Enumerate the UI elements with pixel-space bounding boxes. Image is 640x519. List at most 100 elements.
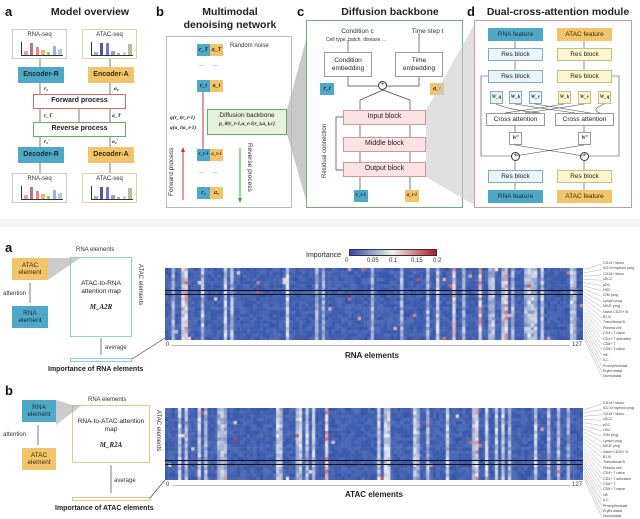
- atac-seq-output-bar-chart: [91, 186, 133, 200]
- diffusion-backbone-title: Diffusion backbone: [341, 6, 439, 18]
- bottom-panel-letter-b: b: [5, 383, 13, 398]
- colorbar-tick: 0.2: [433, 258, 442, 264]
- rna-res-block-1: Res block: [488, 48, 543, 61]
- cell-type-leader-line: [583, 282, 603, 286]
- cell-type-leader-line: [583, 478, 603, 518]
- rna-res-block-2: Res block: [488, 70, 543, 83]
- cell-type-leader-line: [583, 403, 603, 410]
- rna-seq-output-bar-chart: [21, 186, 63, 200]
- q-r-label: q(r_t|r_t-1): [170, 115, 196, 121]
- cell-type-leader-line: [583, 468, 603, 502]
- cell-type-label: Normoblast: [603, 514, 622, 519]
- x-axis-b: [172, 485, 570, 486]
- panel-letter-b: b: [156, 4, 164, 19]
- encoder-r-box: Encoder-R: [18, 67, 64, 83]
- cell-type-leader-line: [583, 432, 603, 442]
- section-divider: [0, 219, 640, 227]
- diffusion-backbone-label: Diffusion backbone: [219, 112, 275, 119]
- seq-bar: [29, 43, 34, 55]
- seq-bar: [41, 193, 45, 199]
- average-label-b: average: [114, 478, 136, 484]
- importance-of-rna-label: Importance of RNA elements: [48, 366, 144, 373]
- cell-type-label: Transitional B: [603, 320, 625, 325]
- dots-2: ···: [212, 63, 218, 69]
- seq-bar: [105, 186, 110, 199]
- bottom-panel-letter-a: a: [5, 240, 13, 255]
- attention-label-b: attention: [3, 432, 27, 438]
- seq-bar: [94, 196, 98, 199]
- rna-seq-input-box: RNA-seq: [12, 29, 67, 59]
- decoder-r-box: Decoder-R: [18, 147, 64, 163]
- atac-to-rna-attention-map: ATAC-to-RNA attention map M_A2R: [70, 257, 132, 337]
- seq-bar: [128, 187, 132, 199]
- atac-cross-attention: Cross attention: [555, 113, 614, 126]
- cell-type-label: Lymph prog: [603, 298, 622, 303]
- r0-cell: r₀: [197, 187, 210, 199]
- c-at-1-cell: a_t-1: [405, 190, 419, 202]
- decoder-a-box: Decoder-A: [88, 147, 134, 163]
- seq-bar: [52, 189, 57, 199]
- atac-add-circle-icon: +: [580, 152, 589, 161]
- time-step-label: Time step t: [411, 28, 444, 35]
- model-overview-title: Model overview: [50, 6, 130, 18]
- attention-map-title-b: RNA-to-ATAC attention map: [77, 418, 145, 433]
- at-cell: a_t: [210, 80, 223, 92]
- atac-seq-output-box: ATAC-seq: [82, 173, 137, 203]
- rna-wv: W_v: [529, 91, 542, 104]
- seq-bar: [99, 43, 104, 55]
- cell-type-label: Plasma cell: [603, 325, 622, 330]
- rna-wq: W_q: [490, 91, 503, 104]
- seq-bar: [35, 47, 40, 55]
- rna-elements-col-label-a: RNA elements: [76, 247, 115, 253]
- seq-bar: [24, 51, 28, 55]
- a0-hat-label: a₀': [112, 139, 119, 145]
- cell-type-leader-line: [583, 263, 603, 270]
- cell-type-leader-line: [583, 475, 603, 513]
- atac-element-target: ATAC element: [22, 448, 56, 470]
- forward-process-box: Forward process: [33, 94, 126, 109]
- c-rt-cell: r_t: [320, 83, 334, 95]
- cell-type-label: B1 B: [603, 455, 611, 459]
- cell-type-leader-line: [583, 429, 603, 437]
- cell-type-leader-line: [583, 279, 603, 281]
- cell-type-label: CD8+ T: [603, 342, 616, 346]
- colorbar-tick: 0: [345, 258, 349, 264]
- atac-feature-in: ATAC feature: [557, 28, 612, 41]
- cell-type-leader-line: [583, 321, 603, 351]
- atac-seq-bar-chart: [91, 42, 133, 56]
- cell-type-leader-line: [583, 458, 603, 486]
- cell-type-label: ILC: [603, 498, 609, 503]
- cell-type-label: G/M prog: [603, 433, 618, 438]
- average-label-a: average: [105, 345, 127, 351]
- cell-type-leader-line: [583, 435, 603, 448]
- importance-of-atac-label: Importance of ATAC elements: [55, 505, 154, 512]
- condition-embedding-box: Condition embedding: [324, 52, 372, 77]
- cell-type-label: Erythroblast: [603, 509, 623, 513]
- cell-type-label: Normoblast: [603, 374, 622, 379]
- x-label-a: RNA elements: [345, 351, 399, 360]
- multimodal-title-line2: denoising network: [183, 18, 277, 31]
- cell-type-leader-line: [583, 295, 603, 308]
- importance-bar-b: [72, 497, 150, 501]
- rna-elements-col-label-b: RNA elements: [88, 397, 127, 403]
- combine-circle-icon: +: [378, 81, 387, 90]
- atac-wv: W_v: [578, 91, 591, 104]
- cell-type-label: Transitional B: [603, 460, 625, 465]
- cell-type-leader-line: [583, 328, 603, 362]
- time-embedding-box: Time embedding: [395, 52, 443, 77]
- rna-seq-bar-chart: [21, 42, 63, 56]
- cell-type-leader-line: [583, 442, 603, 459]
- seq-bar: [116, 197, 121, 199]
- dots-4: ···: [212, 170, 218, 176]
- rna-add-circle-icon: +: [511, 152, 520, 161]
- cell-type-leader-line: [583, 448, 603, 469]
- atac-seq-label: ATAC-seq: [96, 32, 123, 38]
- cell-type-leader-line: [583, 325, 603, 356]
- highlight-row-b: [165, 460, 583, 465]
- c-rt-1-cell: r_t-1: [354, 190, 368, 202]
- cell-type-leader-line: [583, 269, 603, 274]
- cell-type-label: HSC: [603, 288, 611, 292]
- condition-label: Condition c: [341, 28, 374, 35]
- r0-label: r₀: [44, 86, 49, 92]
- atac-wq: W_q: [598, 91, 611, 104]
